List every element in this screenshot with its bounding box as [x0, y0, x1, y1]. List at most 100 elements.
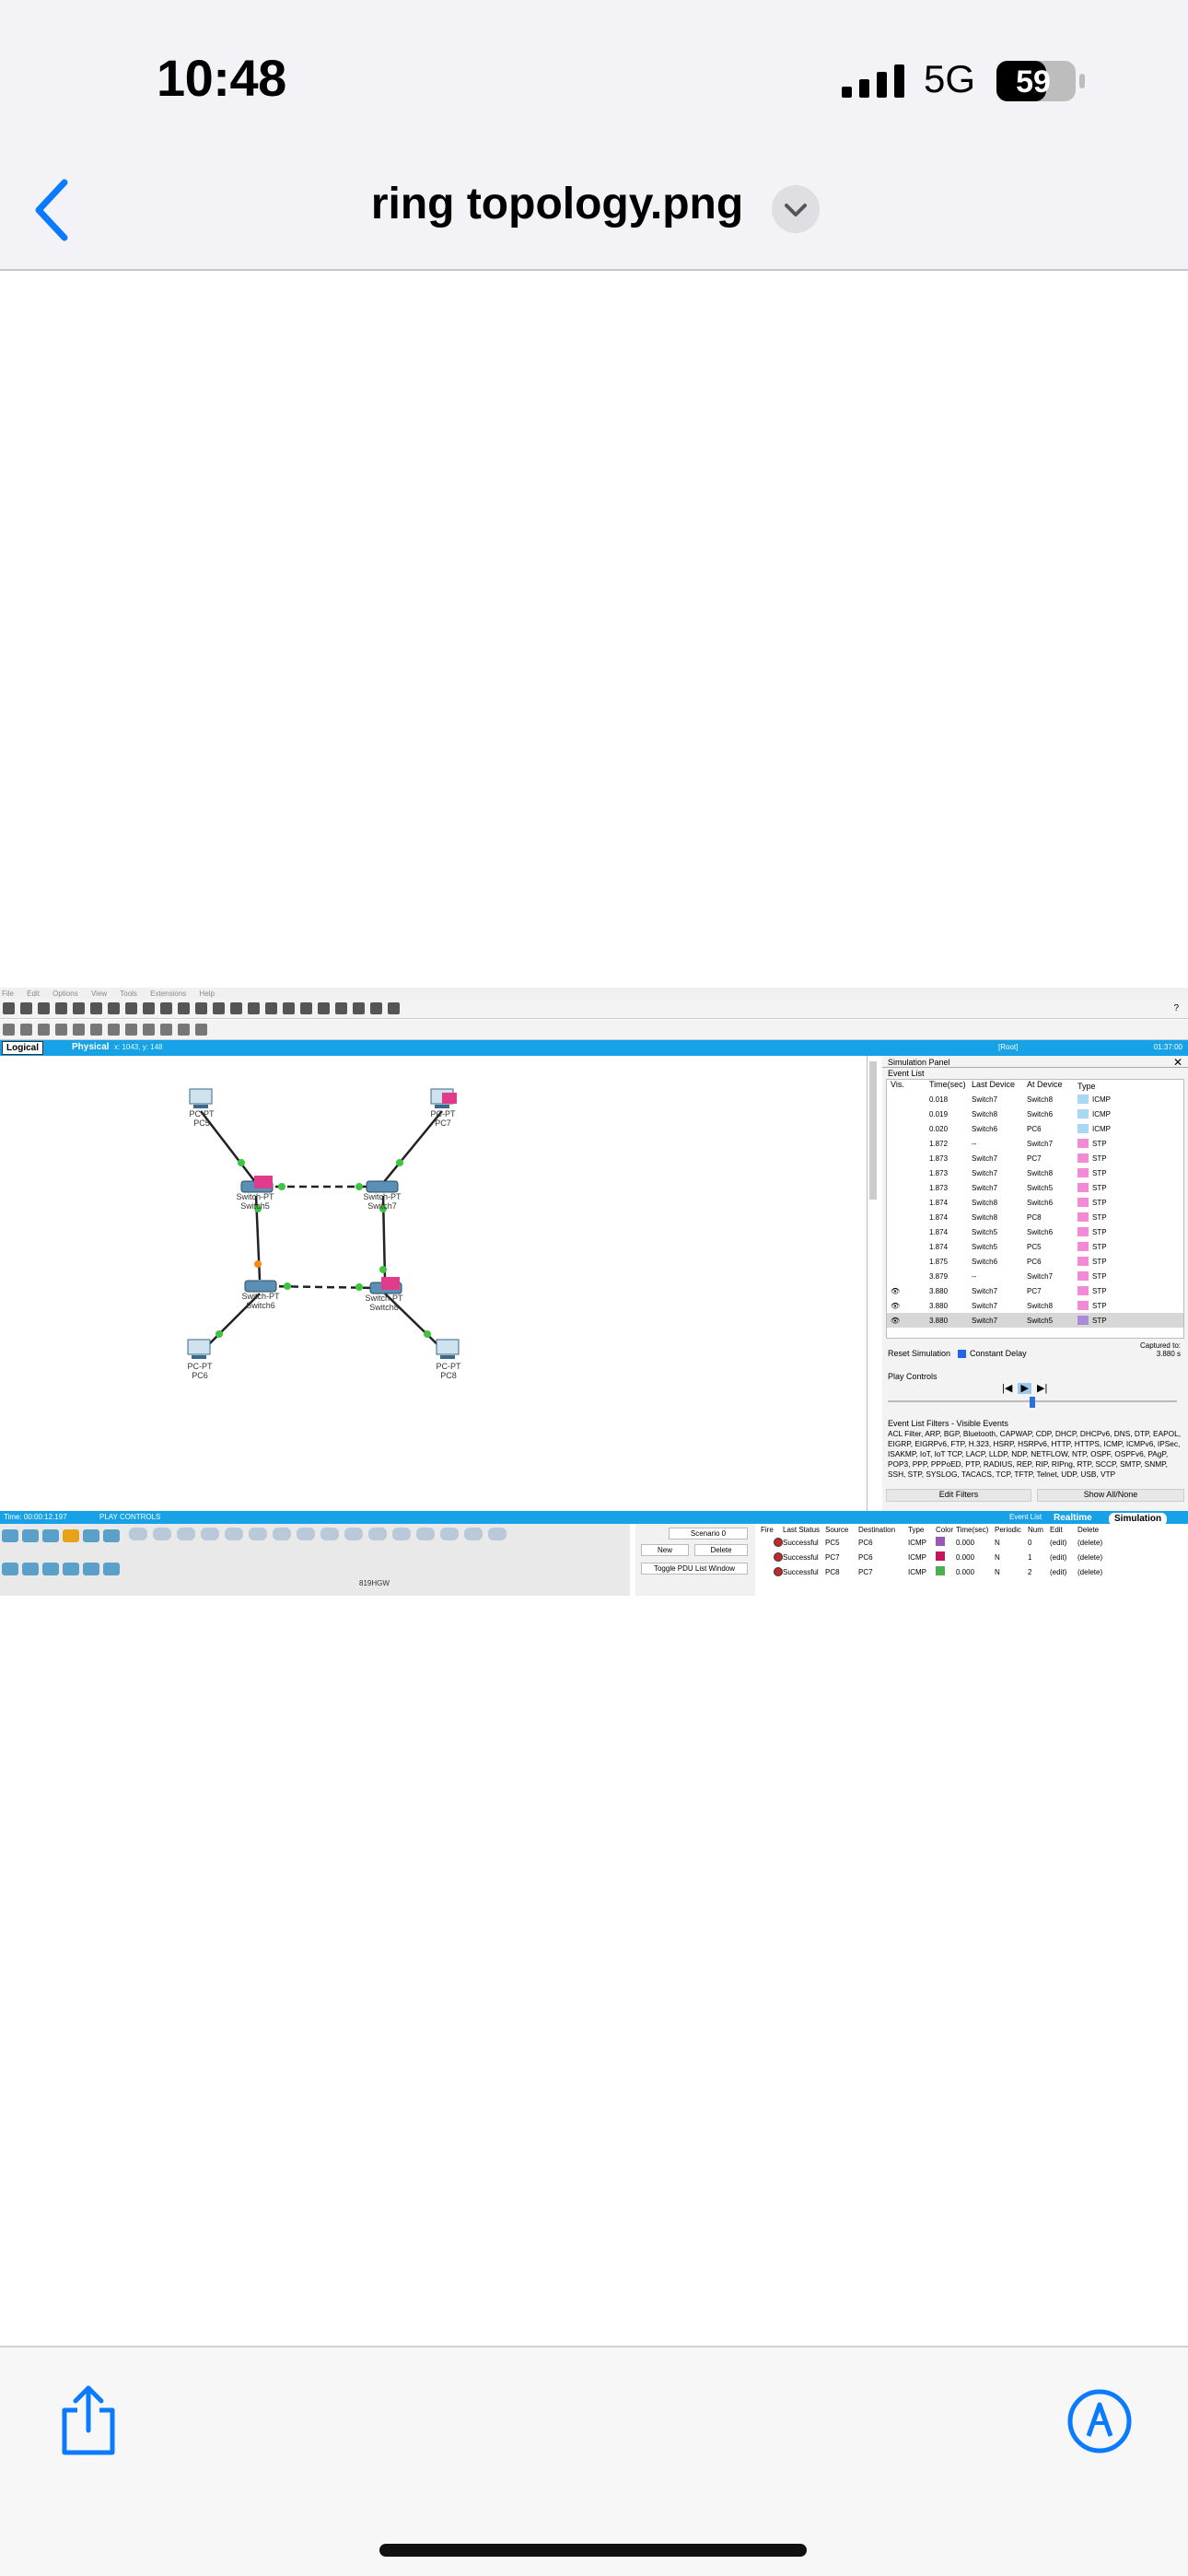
link-switch6-pc6: [200, 1293, 261, 1353]
packet-tracer-screenshot: File Edit Options View Tools Extensions …: [0, 988, 1188, 1596]
tab-physical: Physical: [72, 1042, 110, 1052]
switch8-icon: [369, 1277, 402, 1294]
menu-help: Help: [199, 989, 215, 998]
event-color-swatch: [1077, 1139, 1089, 1148]
chevron-left-icon[interactable]: [31, 175, 72, 245]
eye-icon: 👁: [891, 1286, 901, 1295]
eye-icon: 👁: [891, 1301, 901, 1310]
event-color-swatch: [1077, 1109, 1089, 1118]
menu-tools: Tools: [120, 989, 137, 998]
step-forward-icon: ▶|: [1037, 1383, 1048, 1394]
switch7-icon: [366, 1180, 399, 1193]
link-switch8-pc8: [384, 1293, 447, 1353]
toggle-pdu-button: Toggle PDU List Window: [641, 1563, 748, 1575]
signal-icon: [842, 64, 904, 98]
event-color-swatch: [1077, 1212, 1089, 1222]
event-list-toggle: Event List: [1009, 1513, 1042, 1521]
topology-diagram: [187, 1088, 460, 1359]
edit-toolbar: [0, 1020, 1188, 1040]
help-button: ?: [1173, 1003, 1179, 1013]
play-controls: |◀ ▶ ▶|: [1002, 1382, 1047, 1394]
event-color-swatch: [1077, 1153, 1089, 1163]
event-list-header: Vis. Time(sec) Last Device At Device Typ…: [891, 1080, 1096, 1091]
device-caption: 819HGW: [359, 1579, 390, 1587]
event-color-swatch: [1077, 1183, 1089, 1192]
menu-file: File: [2, 989, 14, 998]
battery-level: 59: [1016, 64, 1051, 100]
pc8-icon: [436, 1339, 460, 1359]
close-icon: ✕: [1172, 1056, 1182, 1069]
checkbox-icon: [958, 1350, 967, 1359]
menu-view: View: [90, 989, 108, 998]
filters-text: ACL Filter, ARP, BGP, Bluetooth, CAPWAP,…: [888, 1429, 1182, 1479]
fire-icon: [774, 1567, 783, 1576]
fire-icon: [774, 1552, 783, 1562]
pc6-icon: [187, 1339, 211, 1359]
event-list-label: Event List: [888, 1069, 925, 1078]
event-filters: Event List Filters - Visible Events ACL …: [888, 1419, 1184, 1480]
delete-button: Delete: [694, 1544, 748, 1556]
event-color-swatch: [1077, 1124, 1089, 1133]
status-bar: [0, 0, 1188, 147]
play-controls-bar: PLAY CONTROLS: [99, 1513, 161, 1521]
main-toolbar: ?: [0, 999, 1188, 1019]
markup-icon[interactable]: [1066, 2388, 1133, 2454]
cursor-coords: x: 1043, y: 148: [114, 1043, 163, 1051]
slider-knob: [1030, 1397, 1035, 1408]
navigation-bar: [0, 147, 1188, 271]
tab-logical: Logical: [2, 1041, 44, 1055]
share-icon[interactable]: [57, 2384, 120, 2456]
menu-edit: Edit: [27, 989, 40, 998]
link-pc5-switch5: [200, 1110, 257, 1184]
event-color-swatch: [1077, 1316, 1089, 1325]
event-color-swatch: [1077, 1242, 1089, 1251]
file-title[interactable]: ring topology.png: [370, 180, 744, 228]
new-button: New: [641, 1544, 689, 1556]
simulation-panel: Simulation Panel✕ Event List Vis. Time(s…: [882, 1056, 1188, 1573]
show-all-button: Show All/None: [1037, 1489, 1184, 1502]
switch5-icon: [240, 1176, 274, 1193]
sim-clock: 01:37:00: [1153, 1043, 1182, 1051]
battery-icon: 59: [996, 61, 1085, 101]
workspace-vscrollbar: [869, 1061, 877, 1200]
realtime-bar: Time: 00:00:12.197 PLAY CONTROLS Event L…: [0, 1511, 1188, 1526]
menu-bar: File Edit Options View Tools Extensions …: [0, 988, 1188, 1001]
event-list: Vis. Time(sec) Last Device At Device Typ…: [886, 1079, 1184, 1339]
eye-icon: 👁: [891, 1316, 901, 1325]
step-back-icon: |◀: [1002, 1383, 1013, 1394]
constant-delay-label: Constant Delay: [970, 1349, 1027, 1358]
switch6-icon: [244, 1280, 277, 1293]
title-menu-button[interactable]: [772, 185, 820, 233]
captured-to: Captured to:3.880 s: [1139, 1341, 1181, 1358]
bottom-toolbar: [0, 2346, 1188, 2576]
simulation-tab: Simulation: [1109, 1513, 1168, 1526]
play-controls-label: Play Controls: [888, 1372, 938, 1381]
home-indicator: [379, 2544, 807, 2557]
scenario-select: Scenario 0: [669, 1528, 748, 1540]
view-tabs-bar: Logical Physical x: 1043, y: 148 [Root] …: [0, 1040, 1188, 1056]
